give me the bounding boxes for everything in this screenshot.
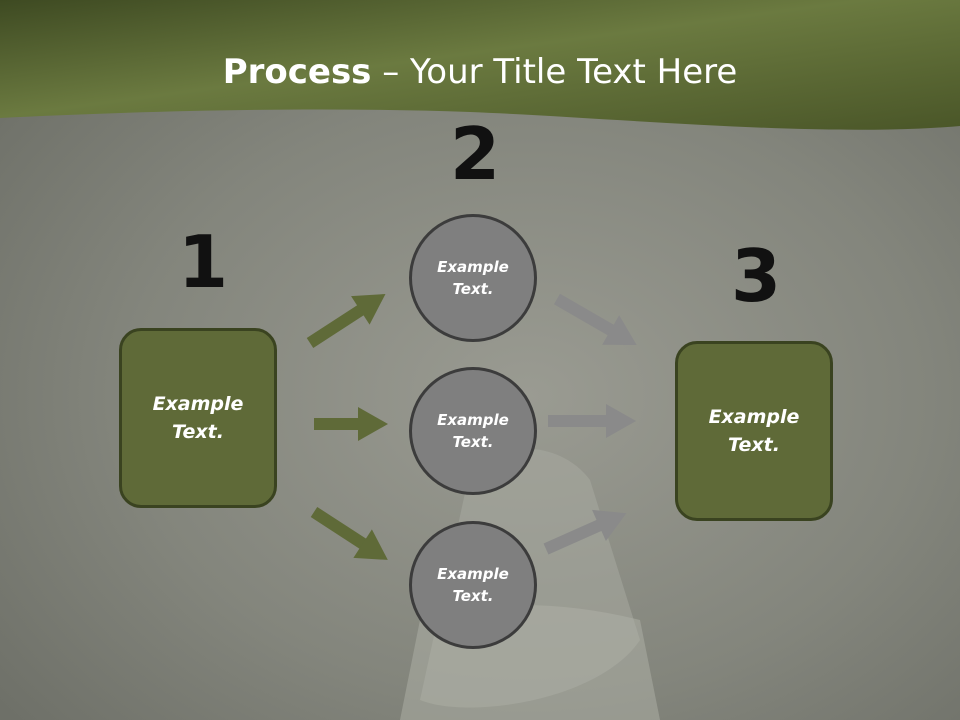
- step-number-2: 2: [450, 112, 501, 196]
- title-rest: – Your Title Text Here: [371, 52, 738, 92]
- circle-middle: Example Text.: [409, 367, 537, 495]
- left-box-text: Example Text.: [152, 392, 244, 444]
- page-title: Process – Your Title Text Here: [0, 52, 960, 92]
- circle-top: Example Text.: [409, 214, 537, 342]
- title-bold: Process: [222, 52, 372, 92]
- circle-bottom: Example Text.: [409, 521, 537, 649]
- circle-middle-text: Example Text.: [437, 410, 509, 452]
- step-number-3: 3: [731, 234, 782, 318]
- header-band: [0, 0, 960, 130]
- circle-top-text: Example Text.: [437, 257, 509, 299]
- left-box: Example Text.: [119, 328, 277, 508]
- circle-bottom-text: Example Text.: [437, 564, 509, 606]
- right-box-text: Example Text.: [708, 405, 800, 457]
- step-number-1: 1: [178, 220, 229, 304]
- right-box: Example Text.: [675, 341, 833, 521]
